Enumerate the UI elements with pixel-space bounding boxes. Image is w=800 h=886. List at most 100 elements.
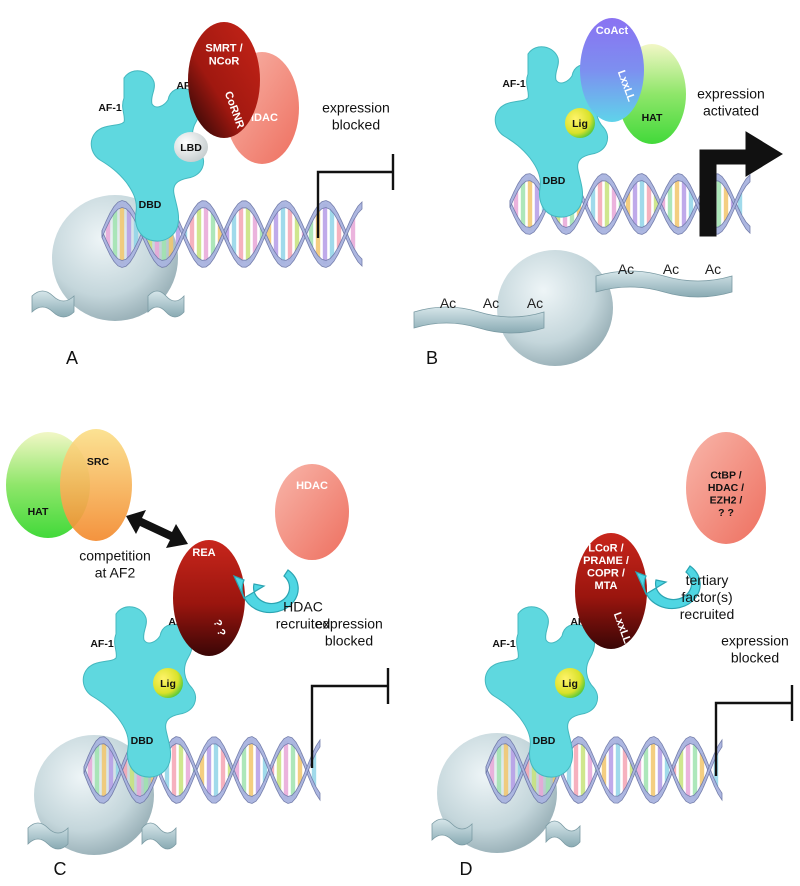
base-pair [112,208,118,260]
base-pair [604,177,610,231]
base-pair [681,179,687,229]
acetyl-mark-b3: Ac [527,295,543,311]
base-pair [203,204,209,264]
base-pair [629,763,635,777]
base-pair [611,186,617,222]
base-pair [737,193,743,215]
base-pair [238,204,244,264]
base-pair [133,219,139,249]
base-pair [573,740,579,800]
base-pair [129,746,135,794]
base-pair [685,740,691,800]
base-pair [503,740,509,800]
base-pair [311,753,317,787]
dbd-label: DBD [543,175,566,187]
base-pair [175,222,181,246]
base-pair [290,742,296,798]
base-pair [164,750,170,790]
base-pair [255,744,261,796]
base-pair [517,762,523,778]
base-pair [122,760,128,780]
base-pair [213,740,219,800]
base-pair [336,219,342,249]
base-pair [671,764,677,776]
base-pair [224,226,230,242]
base-pair [650,740,656,800]
base-pair [632,180,638,228]
base-pair [322,204,328,264]
base-pair [667,183,673,225]
base-pair [185,752,191,788]
base-pair [580,741,586,799]
coactivator-b [580,18,644,122]
base-pair [601,754,607,786]
base-pair [115,762,121,778]
hdac-c [275,464,349,560]
histone-b [497,250,613,366]
histone-tail-d2 [545,820,581,848]
af1-label: AF-1 [502,78,525,90]
base-pair [252,213,258,255]
base-pair [664,757,670,783]
base-pair [294,216,300,252]
base-pair [678,749,684,791]
base-pair [248,740,254,800]
coactivator-label-b: CoAct [596,25,629,37]
base-pair [692,742,698,798]
histone-tail-c2 [141,822,177,850]
base-pair [590,187,596,221]
base-pair [178,741,184,799]
base-pair [280,204,286,264]
dna-backbone [509,173,751,235]
base-pair [217,225,223,243]
src-label-c: SRC [87,456,110,468]
dbd-label: DBD [533,735,556,747]
dna-backbone [485,736,723,804]
base-pair [566,750,572,790]
hdac-label-a: HDAC [246,112,278,124]
base-pair [653,195,659,213]
dna-backbone [509,173,751,235]
lcor-label: LCoR /PRAME /COPR /MTA [583,542,629,592]
histone-tail-c1 [27,822,69,850]
af1-label: AF-1 [90,638,113,650]
base-pair [534,183,540,225]
base-pair [646,182,652,226]
base-pair [171,740,177,800]
pocket-label: Lig [572,118,588,130]
base-pair [94,743,100,797]
histone-tail-b2 [595,270,733,298]
hat-label-b: HAT [642,112,663,124]
af1-label: AF-1 [492,638,515,650]
base-pair [269,764,275,776]
base-pair [283,740,289,800]
base-pair [723,185,729,223]
base-pair [210,211,216,257]
dna-backbone [101,200,363,268]
base-pair [688,190,694,218]
base-pair [510,747,516,793]
lcor-repressor [575,533,647,649]
base-pair [625,191,631,217]
nuclear-receptor-D [484,606,598,778]
src-c [60,429,132,541]
base-pair [262,757,268,783]
nuclear-receptor-A [90,70,204,242]
hat-label-c: HAT [28,506,49,518]
ligand [555,668,585,698]
expression-blocked-symbol-d [714,685,794,776]
nuclear-receptor-B [494,46,608,218]
base-pair [615,740,621,800]
base-pair [241,745,247,795]
base-pair [524,760,530,780]
base-pair [674,177,680,231]
ligand [565,108,595,138]
base-pair [527,177,533,231]
base-pair [266,223,272,245]
hdac-recruit-arrow [232,569,299,614]
dna-backbone [101,200,363,268]
acetyl-mark-b6: Ac [705,261,721,277]
base-pair [699,753,705,787]
